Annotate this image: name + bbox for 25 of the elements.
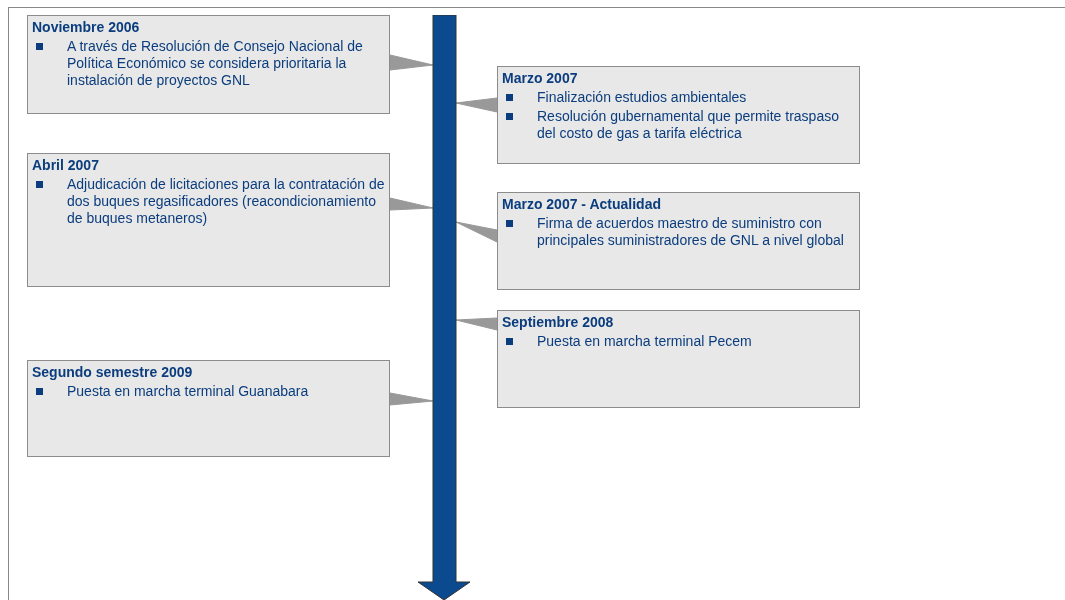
date-heading: Segundo semestre 2009 [32, 364, 193, 381]
event-box [27, 15, 390, 114]
callout-pointer [455, 317, 498, 331]
callout-pointer [455, 221, 498, 243]
date-heading: Noviembre 2006 [32, 19, 140, 36]
bullet-text: A través de Resolución de Consejo Nacional de Política Económico se considera prioritaria la instalación de proyectos GNL [67, 38, 364, 89]
bullet-text: Resolución gubernamental que permite traspaso del costo de gas a tarifa eléctrica [537, 108, 840, 142]
callout-pointer [389, 54, 434, 71]
date-heading: Septiembre 2008 [502, 314, 614, 331]
bullet-text: Puesta en marcha terminal Guanabara [67, 383, 309, 400]
event-box [497, 192, 860, 290]
date-heading: Marzo 2007 [502, 70, 578, 87]
bullet-text: Firma de acuerdos maestro de suministro con principales suministradores de GNL a nivel global [537, 215, 845, 249]
callout-pointer [455, 97, 498, 113]
date-heading: Abril 2007 [32, 157, 99, 174]
event-box [27, 360, 390, 457]
bullet-text: Puesta en marcha terminal Pecem [537, 333, 752, 350]
callout-pointer [389, 392, 434, 406]
event-box [497, 310, 860, 408]
bullet-text: Adjudicación de licitaciones para la contratación de dos buques regasificadores (reacondicionamiento de buques metaneros) [67, 176, 385, 227]
callout-pointer [389, 197, 434, 211]
date-heading: Marzo 2007 - Actualidad [502, 196, 661, 213]
event-box [27, 153, 390, 287]
bullet-text: Finalización estudios ambientales [537, 89, 747, 106]
event-box [497, 66, 860, 164]
